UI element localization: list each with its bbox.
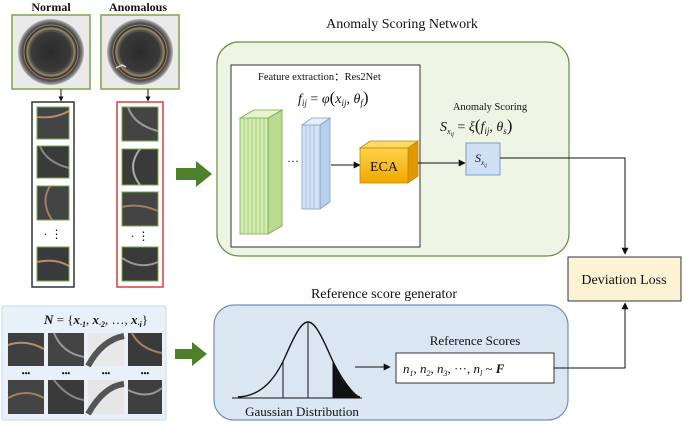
normal-label: Normal xyxy=(31,0,71,14)
eca-block: ECA xyxy=(358,140,420,184)
reference-patches: ••• ••• ••• ••• xyxy=(7,332,163,416)
green-arrow-top xyxy=(176,161,212,187)
normal-image xyxy=(11,14,91,90)
svg-text:n1, n2, n3, ···, nl ~ F: n1, n2, n3, ···, nl ~ F xyxy=(403,361,505,378)
eca-label: ECA xyxy=(370,160,399,175)
green-arrow-bottom xyxy=(175,342,207,366)
blue-feature-maps xyxy=(300,117,332,210)
patch-dots-1: ••• xyxy=(22,369,31,378)
normal-patches-dots: · ⋮ xyxy=(44,227,63,241)
svg-text:N = {x·1, x·2, …, x·i}: N = {x·1, x·2, …, x·i} xyxy=(43,312,148,329)
patch-dots-4: ••• xyxy=(141,369,150,378)
reference-generator-box xyxy=(213,304,569,421)
deviation-loss-label: Deviation Loss xyxy=(581,273,666,288)
score-formula: Sxij = ξ(fij, θs) xyxy=(440,116,512,138)
set-formula: N = {x·1, x·2, …, x·i} xyxy=(43,312,148,329)
score-node: Sxij xyxy=(465,142,501,176)
anomalous-image xyxy=(100,14,180,90)
anomaly-scoring-label: Anomaly Scoring xyxy=(453,102,528,113)
patch-dots-2: ••• xyxy=(62,369,71,378)
feature-extraction-label: Feature extraction：Res2Net xyxy=(258,72,381,83)
anomalous-patches-dots: · ⋮ xyxy=(131,229,150,243)
score-list-box: n1, n2, n3, ···, nl ~ F xyxy=(395,352,555,384)
anomalous-label: Anomalous xyxy=(109,0,167,14)
anomaly-network-title: Anomaly Scoring Network xyxy=(326,17,478,32)
gaussian-curve xyxy=(232,321,362,399)
svg-text:fij = φ(xij, θf): fij = φ(xij, θf) xyxy=(298,88,369,108)
reference-scores-label: Reference Scores xyxy=(430,333,521,348)
reference-generator-title: Reference score generator xyxy=(311,287,457,302)
layer-dots: ··· xyxy=(287,154,299,168)
feature-formula: fij = φ(xij, θf) xyxy=(298,88,369,108)
green-feature-maps xyxy=(238,109,284,235)
normal-patches: · ⋮ xyxy=(31,101,75,288)
patch-dots-3: ••• xyxy=(102,369,111,378)
gaussian-label: Gaussian Distribution xyxy=(245,404,359,419)
anomalous-patches: · ⋮ xyxy=(116,101,164,288)
svg-text:Sxij = ξ(fij, θs): Sxij = ξ(fij, θs) xyxy=(440,116,512,138)
deviation-loss-box xyxy=(567,256,682,302)
